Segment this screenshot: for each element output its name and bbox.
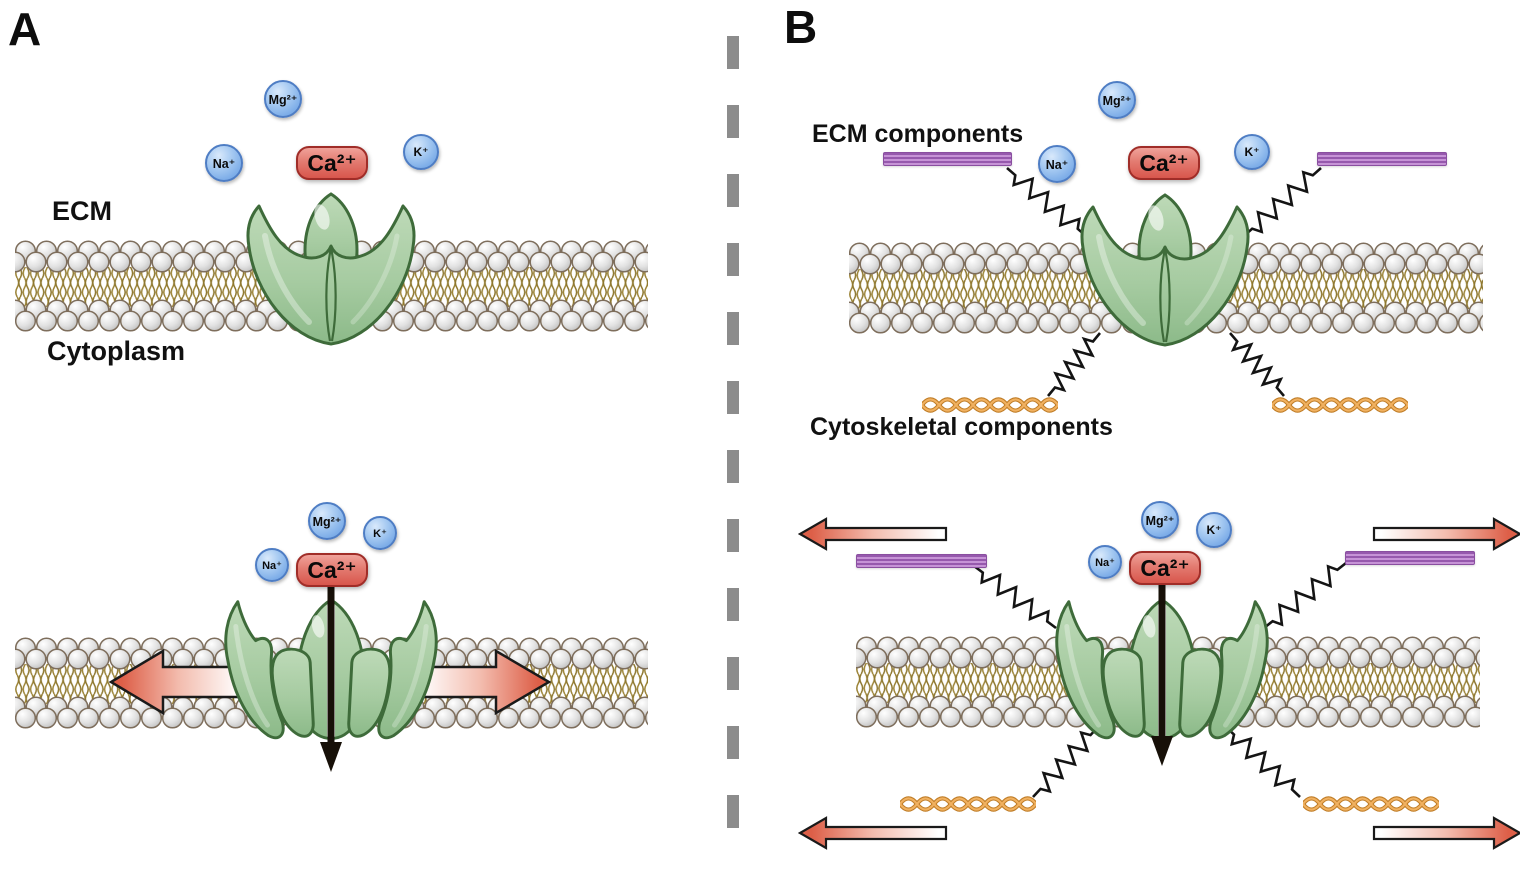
ion-label: Mg²⁺ [268, 92, 298, 107]
ion-sodium: Na⁺ [1038, 145, 1076, 183]
tension-arrow-right [411, 649, 551, 715]
ecm-fiber [883, 152, 1012, 166]
ion-potassium: K⁺ [1234, 134, 1270, 170]
ion-magnesium: Mg²⁺ [1098, 81, 1136, 119]
ion-label: Na⁺ [262, 559, 282, 572]
ion-sodium: Na⁺ [205, 144, 243, 182]
cytoskeletal-components-label: Cytoskeletal components [810, 413, 1113, 441]
ion-label: Ca²⁺ [307, 149, 357, 176]
tether-spring [973, 564, 1057, 630]
ion-label: Mg²⁺ [1145, 513, 1175, 528]
ion-flux-arrow [1151, 582, 1173, 766]
ion-label: Na⁺ [1095, 556, 1115, 569]
ion-sodium: Na⁺ [255, 548, 289, 582]
ion-label: Na⁺ [212, 156, 236, 171]
tension-arrow-right [1372, 517, 1520, 551]
ion-potassium: K⁺ [403, 134, 439, 170]
tether-spring [1006, 167, 1087, 237]
cytoskeleton-rope [900, 796, 1036, 812]
ion-calcium-badge: Ca²⁺ [1129, 551, 1201, 585]
tension-arrow-right [1372, 816, 1520, 850]
tension-arrow-left [798, 517, 948, 551]
tether-spring [1046, 332, 1102, 397]
ion-channel-closed [245, 192, 417, 350]
tether-spring [1229, 332, 1285, 397]
ion-calcium-badge: Ca²⁺ [1128, 146, 1200, 180]
ion-label: Mg²⁺ [1102, 93, 1132, 108]
ecm-fiber [1317, 152, 1447, 166]
ion-label: K⁺ [1244, 145, 1260, 159]
cytoskeleton-rope [922, 397, 1058, 413]
ion-sodium: Na⁺ [1088, 545, 1122, 579]
ion-label: Mg²⁺ [312, 514, 342, 529]
cytoskeleton-rope [1303, 796, 1439, 812]
ion-label: K⁺ [1206, 523, 1222, 537]
ecm-fiber [1345, 551, 1475, 565]
ion-channel-closed [1079, 193, 1251, 351]
ion-magnesium: Mg²⁺ [264, 80, 302, 118]
tension-arrow-left [798, 816, 948, 850]
ion-magnesium: Mg²⁺ [308, 502, 346, 540]
ion-potassium: K⁺ [1196, 512, 1232, 548]
ion-magnesium: Mg²⁺ [1141, 501, 1179, 539]
ion-flux-arrow [320, 584, 342, 772]
panel-divider [727, 36, 739, 864]
ion-calcium-badge: Ca²⁺ [296, 146, 368, 180]
ion-potassium: K⁺ [363, 516, 397, 550]
cytoskeleton-rope [1272, 397, 1408, 413]
ecm-label: ECM [52, 196, 112, 226]
ion-label: Ca²⁺ [1139, 149, 1189, 176]
panel-label-a: A [8, 3, 42, 55]
tether-spring [1225, 726, 1301, 798]
tension-arrow-left [109, 649, 249, 715]
tether-spring [1032, 726, 1099, 798]
ion-calcium-badge: Ca²⁺ [296, 553, 368, 587]
ion-label: K⁺ [373, 527, 387, 540]
tether-spring [1263, 561, 1347, 630]
panel-label-b: B [784, 1, 818, 53]
tether-spring [1243, 167, 1322, 237]
ecm-fiber [856, 554, 987, 568]
ion-label: K⁺ [413, 145, 429, 159]
ecm-components-label: ECM components [812, 120, 1024, 148]
ion-label: Ca²⁺ [1140, 554, 1190, 581]
cytoplasm-label: Cytoplasm [47, 336, 186, 366]
ion-label: Ca²⁺ [307, 556, 357, 583]
ion-label: Na⁺ [1045, 157, 1069, 172]
